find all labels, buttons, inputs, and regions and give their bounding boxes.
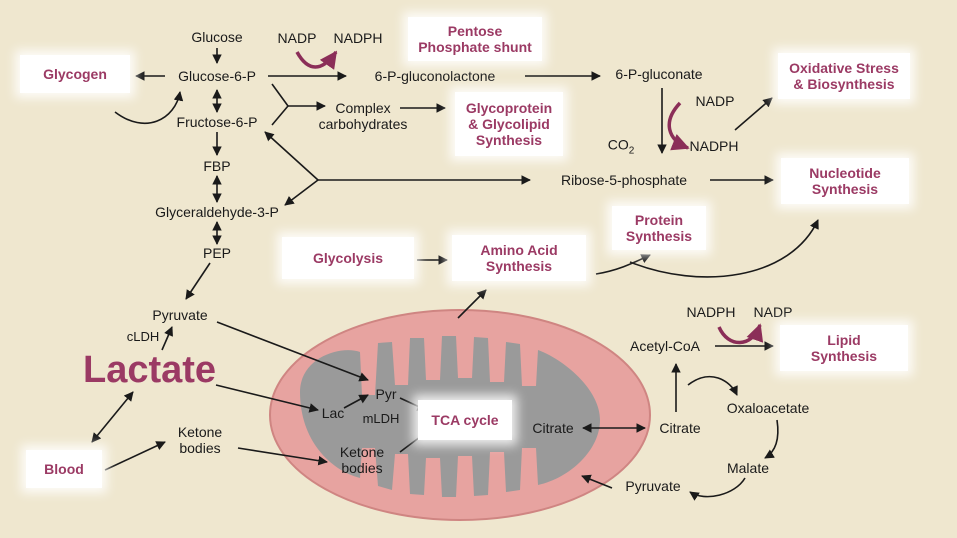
fbp-label: FBP [203,158,231,174]
co2-text: CO [607,136,629,153]
citrate-inner-label: Citrate [532,420,574,436]
blood-label: Blood [44,461,84,477]
glyceraldehyde-3-p-label: Glyceraldehyde-3-P [155,204,279,220]
cldh-label: cLDH [126,329,160,344]
nadph-right-label: NADPH [689,138,739,154]
glycoprotein-line2: & Glycolipid [468,116,550,132]
complex-carbohydrates-label: Complex carbohydrates [319,100,408,132]
ketone-bodies-line2: bodies [179,440,221,456]
pyruvate-right-label: Pyruvate [625,478,681,494]
mldh-label: mLDH [362,411,400,426]
glucose-6-p-label: Glucose-6-P [178,68,256,84]
pentose-line1: Pentose [447,23,503,39]
co2-label: CO2 [608,137,635,160]
mito-ketone-bodies-label: Ketone bodies [340,444,384,476]
6-p-gluconate-label: 6-P-gluconate [615,66,703,82]
complex-carbs-line2: carbohydrates [318,116,408,132]
glycogen-label: Glycogen [43,66,107,82]
nucleotide-line1: Nucleotide [809,165,881,181]
glucose-label: Glucose [191,29,243,45]
fructose-6-p-label: Fructose-6-P [176,114,258,130]
oxaloacetate-label: Oxaloacetate [726,400,810,416]
nucleotide-line2: Synthesis [811,181,879,197]
amino-line2: Synthesis [485,258,553,274]
nadp-lipid-label: NADP [753,304,793,320]
lactate-heading: Lactate [83,349,217,391]
glycoprotein-synthesis-box: Glycoprotein & Glycolipid Synthesis [455,92,563,156]
mito-ketone-line2: bodies [341,460,383,476]
glycogen-box: Glycogen [20,55,130,93]
glycolysis-label: Glycolysis [312,250,384,266]
glycolysis-box: Glycolysis [282,237,414,279]
protein-synthesis-box: Protein Synthesis [612,206,706,250]
pep-label: PEP [202,245,232,261]
citrate-outer-label: Citrate [659,420,701,436]
nadph-lipid-label: NADPH [686,304,736,320]
ribose-5-phosphate-label: Ribose-5-phosphate [560,172,688,188]
oxidative-line2: & Biosynthesis [793,76,895,92]
oxidative-stress-box: Oxidative Stress & Biosynthesis [778,53,910,99]
amino-acid-synthesis-box: Amino Acid Synthesis [452,235,586,281]
nadp-top-label: NADP [277,30,317,46]
blood-box: Blood [26,450,102,488]
tca-cycle-box: TCA cycle [418,400,512,440]
nadp-right-label: NADP [695,93,735,109]
protein-line2: Synthesis [625,228,693,244]
ketone-bodies-label: Ketone bodies [178,424,222,456]
malate-label: Malate [726,460,770,476]
pyr-label: Pyr [375,386,397,402]
glycoprotein-line1: Glycoprotein [465,100,553,116]
nucleotide-synthesis-box: Nucleotide Synthesis [781,158,909,204]
tca-label: TCA cycle [431,412,499,428]
nadph-top-label: NADPH [333,30,383,46]
glycolysis-arrows [91,48,819,501]
protein-line1: Protein [634,212,684,228]
pentose-line2: Phosphate shunt [418,39,532,55]
lac-label: Lac [321,405,345,421]
glycoprotein-line3: Synthesis [475,132,543,148]
lipid-synthesis-box: Lipid Synthesis [780,325,908,371]
ketone-bodies-line1: Ketone [177,424,223,440]
mito-ketone-line1: Ketone [339,444,385,460]
lipid-line2: Synthesis [810,348,878,364]
oxidative-line1: Oxidative Stress [789,60,899,76]
acetyl-coa-label: Acetyl-CoA [629,338,701,354]
amino-line1: Amino Acid [480,242,558,258]
lipid-line1: Lipid [827,332,861,348]
6-p-gluconolactone-label: 6-P-gluconolactone [374,68,496,84]
pentose-phosphate-shunt-box: Pentose Phosphate shunt [408,17,542,61]
cofactor-arrows [295,50,764,345]
co2-subscript: 2 [628,145,635,157]
pyruvate-label: Pyruvate [152,307,208,323]
complex-carbs-line1: Complex [335,100,391,116]
